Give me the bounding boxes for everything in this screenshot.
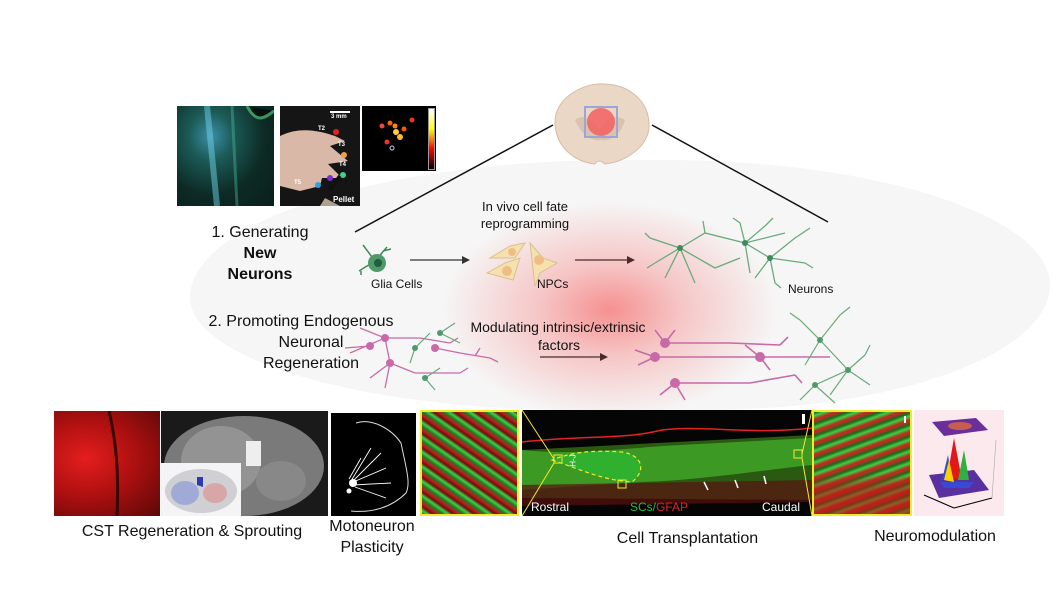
glia-cell-icon [358,244,392,275]
section1-title-prefix: 1. Generating [211,224,309,241]
arrow-glia-to-npcs [410,256,470,264]
regenerated-neurons-icon [634,306,871,404]
section1-title-bold-neurons: Neurons [227,266,293,283]
reprogramming-label: In vivo cell fate reprogramming [465,198,585,232]
scale-bar-label: 3 mm [331,114,347,120]
reprogramming-label-line2: reprogramming [480,216,570,231]
reprogramming-label-line1: In vivo cell fate [482,199,568,214]
neuromodulation-3d-plot [914,410,1004,516]
glia-cells-label: Glia Cells [371,277,423,291]
pellet-label: Pellet [333,195,355,204]
caudal-label: Caudal [762,500,801,514]
caption-motoneuron-line1: Motoneuron [329,518,415,535]
transplant-zoom-right-panel [812,410,912,516]
npc-cells-icon [485,241,559,287]
cst-red-fluorescence-panel [54,411,160,516]
motoneuron-panel [331,413,416,516]
rostral-label: Rostral [531,500,570,514]
scale-bar [904,416,906,423]
green-neurons-icon [644,217,814,289]
inset-reference-label: H-J [568,454,578,467]
caption-motoneuron-line2: Plasticity [340,539,404,556]
arrow-npcs-to-neurons [575,256,635,264]
caption-motoneuron-plasticity: Motoneuron Plasticity [322,516,422,558]
modulating-label-line2: factors [538,337,581,353]
digit-label-t4: T4 [339,162,347,168]
transplant-zoom-left-panel [420,410,519,516]
section2-title-line2: Neuronal [278,334,344,351]
scs-stain-label: SCs [630,500,653,514]
tracing-inset [161,463,241,516]
digit-label-t3: T3 [338,142,346,148]
spinal-cord-section-icon [554,83,650,165]
caption-cst-regeneration: CST Regeneration & Sprouting [81,523,303,540]
top-panel-paw-reaching: 3 mm T2 T3 T4 T5 Pellet [280,106,360,206]
arrow-modulating [540,353,608,361]
section1-title-bold-new: New [243,245,277,262]
damaged-neurons-icon [344,322,499,391]
top-panel-spinal-fluorescence [177,106,274,206]
stain-slash: / [652,500,657,514]
top-panel-heatmap [362,106,436,171]
stain-label: SCs/GFAP [630,500,688,514]
section2-title-line3: Regeneration [262,355,360,372]
section1-title: 1. Generating New Neurons [195,222,325,285]
heatmap-colorbar [428,108,435,170]
gfap-stain-label: GFAP [656,500,689,514]
neurons-label: Neurons [788,282,834,296]
section2-title: 2. Promoting Endogenous Neuronal Regener… [196,311,406,374]
caption-neuromodulation: Neuromodulation [874,528,996,545]
cell-transplantation-panel: H-J Rostral SCs/GFAP Caudal [522,410,812,516]
section2-title-line1: 2. Promoting Endogenous [208,313,394,330]
modulating-label-line1: Modulating intrinsic/extrinsic [470,319,646,335]
caption-cell-transplantation: Cell Transplantation [616,530,759,547]
digit-label-t2: T2 [318,126,326,132]
digit-label-t5: T5 [294,180,302,186]
spinal-cord-grayscale-panel [161,411,328,516]
modulating-label: Modulating intrinsic/extrinsic factors [458,318,658,354]
npcs-label: NPCs [537,277,569,291]
